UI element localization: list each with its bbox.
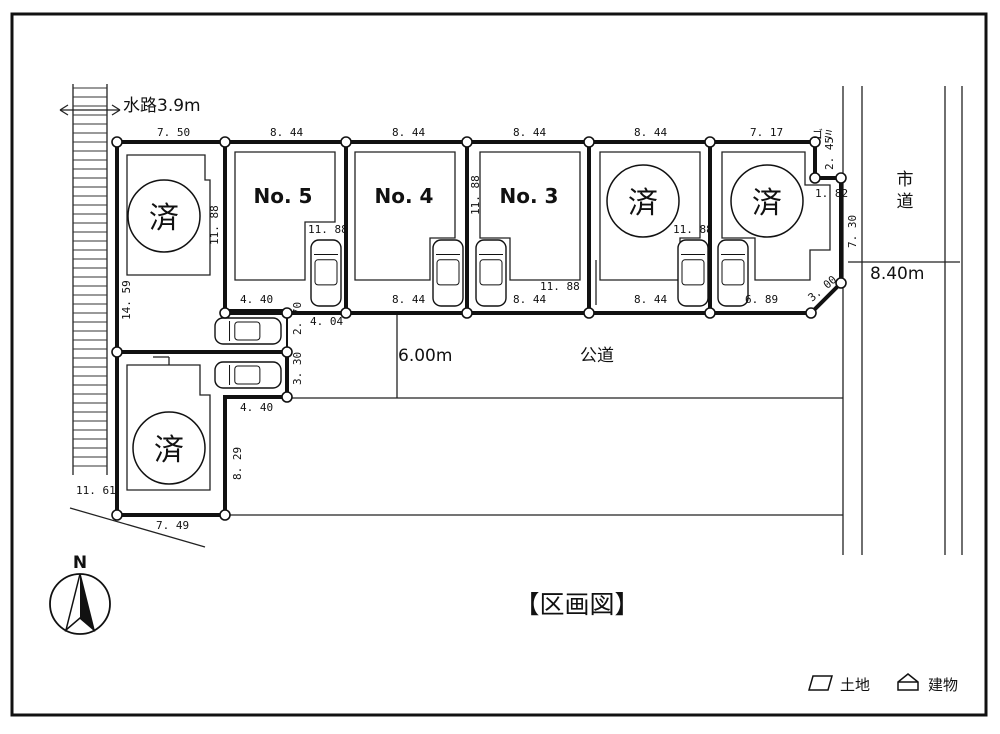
- survey-point: [461, 307, 473, 319]
- dim-label: 8. 44: [513, 293, 546, 306]
- dim-label: 4. 40: [240, 293, 273, 306]
- dim-label: 1. 82: [815, 187, 848, 200]
- dim-label: 14. 59: [120, 280, 133, 320]
- dim-label: 2. 45: [823, 137, 836, 170]
- car-icon: [432, 239, 464, 307]
- sold-mark-text: 済: [752, 186, 782, 221]
- survey-point: [281, 346, 293, 358]
- lot-3-label: No. 3: [500, 184, 559, 208]
- car-icon: [214, 317, 282, 345]
- land-icon: [808, 675, 833, 691]
- waterway-channel: [59, 84, 206, 548]
- car-icon: [717, 239, 749, 307]
- survey-point: [835, 277, 847, 289]
- survey-point: [340, 307, 352, 319]
- dim-label: 7. 17: [750, 126, 783, 139]
- public-road-width: 6.00m: [398, 346, 452, 366]
- survey-point: [583, 307, 595, 319]
- dim-label: 7. 49: [156, 519, 189, 532]
- building-icon: [897, 673, 919, 691]
- survey-points: [111, 136, 847, 521]
- city-road-label-1: 市: [897, 170, 914, 190]
- lot-5-label: No. 5: [254, 184, 313, 208]
- city-road: [842, 86, 963, 555]
- dim-label: 8. 44: [634, 126, 667, 139]
- sold-mark-lot-d: 済: [132, 411, 206, 485]
- car-icon: [214, 361, 282, 389]
- sold-mark-lot-c: 済: [730, 164, 804, 238]
- legend-land-label: 土地: [840, 676, 870, 694]
- city-road-label-2: 道: [897, 192, 914, 212]
- car-icon: [475, 239, 507, 307]
- survey-point: [809, 136, 821, 148]
- dim-label: 11. 88: [208, 205, 221, 245]
- survey-point: [219, 307, 231, 319]
- dim-label: 4. 40: [240, 401, 273, 414]
- lot-4-label: No. 4: [375, 184, 434, 208]
- survey-point: [111, 509, 123, 521]
- survey-point: [583, 136, 595, 148]
- survey-point: [704, 136, 716, 148]
- dim-label: 3. 30: [291, 352, 304, 385]
- dim-label: 4. 04: [310, 315, 343, 328]
- north-arrow: N: [49, 553, 111, 635]
- survey-point: [111, 136, 123, 148]
- dim-label: 7. 30: [846, 215, 859, 248]
- public-road: [230, 313, 843, 516]
- car-icon: [310, 239, 342, 307]
- dim-label: 11. 61: [76, 484, 116, 497]
- survey-point: [281, 391, 293, 403]
- dim-label: 6. 89: [745, 293, 778, 306]
- sold-mark-text: 済: [628, 186, 658, 221]
- garbage-label: ゴミ: [812, 127, 834, 141]
- dim-label: 7. 50: [157, 126, 190, 139]
- sold-mark-text: 済: [149, 201, 179, 236]
- drawing-title: 【区画図】: [514, 590, 639, 619]
- survey-point: [835, 172, 847, 184]
- survey-point: [219, 136, 231, 148]
- dim-label: 8. 44: [513, 126, 546, 139]
- north-label: N: [73, 553, 87, 573]
- survey-point: [809, 172, 821, 184]
- dim-label: 11. 88: [540, 280, 580, 293]
- survey-point: [219, 509, 231, 521]
- survey-point: [340, 136, 352, 148]
- survey-point: [805, 307, 817, 319]
- legend-building-label: 建物: [928, 676, 958, 694]
- survey-point: [111, 346, 123, 358]
- waterway-label: 水路3.9m: [123, 96, 201, 116]
- city-road-width: 8.40m: [870, 264, 924, 284]
- survey-point: [704, 307, 716, 319]
- survey-point: [281, 307, 293, 319]
- dim-label: 11. 88: [469, 175, 482, 215]
- survey-point: [461, 136, 473, 148]
- dim-label: 8. 44: [392, 126, 425, 139]
- dim-label: 2. 70: [291, 302, 304, 335]
- dim-label: 8. 44: [270, 126, 303, 139]
- dim-label: 11. 88: [673, 223, 713, 236]
- legend: 土地 建物: [808, 673, 958, 694]
- dim-label: 8. 29: [231, 447, 244, 480]
- frame-border: [10, 12, 988, 717]
- dim-label: 8. 44: [392, 293, 425, 306]
- dim-label: 11. 88: [308, 223, 348, 236]
- building-footprints: [126, 151, 831, 491]
- dim-label: 8. 44: [634, 293, 667, 306]
- sold-mark-lot-a: 済: [127, 179, 201, 253]
- sold-mark-text: 済: [154, 433, 184, 468]
- public-road-label: 公道: [580, 346, 614, 366]
- parking-cars: [214, 239, 749, 389]
- sold-mark-lot-b: 済: [606, 164, 680, 238]
- car-icon: [677, 239, 709, 307]
